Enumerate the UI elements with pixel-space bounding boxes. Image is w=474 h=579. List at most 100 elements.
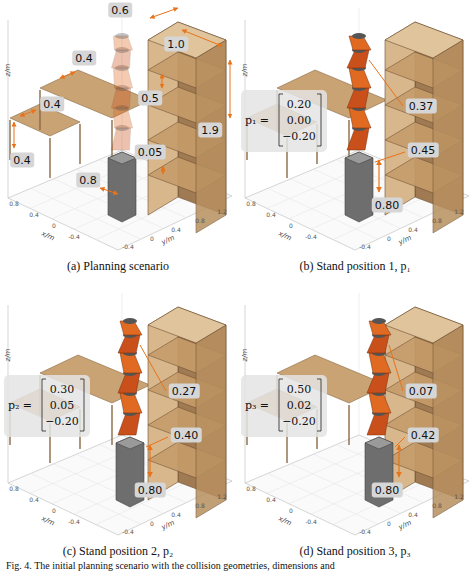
- tick-label: 0: [289, 507, 293, 514]
- scene-panel: [241, 8, 469, 250]
- table-leg: [348, 120, 349, 160]
- dimension-arrow: [162, 74, 163, 88]
- tick-label: 0: [52, 222, 56, 229]
- position-vector: 0.20: [287, 98, 312, 111]
- dimension-arrow: [149, 445, 150, 477]
- table-leg: [348, 405, 349, 445]
- tick-label: -0.4: [122, 528, 134, 535]
- tick-label: -0.4: [68, 518, 80, 525]
- subcaption: (c) Stand position 2, p₂: [63, 544, 174, 559]
- robot-link: [367, 413, 389, 435]
- axis-title: y/m: [397, 519, 412, 532]
- tick-label: 0.4: [29, 211, 39, 218]
- z-axis: [8, 20, 9, 198]
- dimension-label: 0.05: [135, 145, 166, 160]
- tick-label: 0.4: [266, 211, 276, 218]
- tick-label: 0.4: [408, 511, 418, 518]
- shelf-top: [385, 22, 463, 58]
- robot-link: [347, 128, 369, 150]
- dimension-label: 0.45: [408, 143, 439, 158]
- matrix-bracket: [317, 379, 321, 431]
- dimension-leader: [369, 60, 403, 106]
- tick-label: 0.8: [195, 502, 205, 509]
- tick-label: 0.4: [408, 226, 418, 233]
- dimension-arrow: [60, 72, 75, 78]
- robot-link: [347, 88, 369, 108]
- tick-label: 0.8: [195, 217, 205, 224]
- position-vector: 0.05: [50, 399, 75, 412]
- dimension-label: 0.37: [406, 99, 437, 114]
- table-leg: [111, 405, 112, 445]
- scene-panel: [8, 8, 232, 250]
- dimension-leader: [140, 345, 166, 391]
- robot-stand-top: [345, 152, 373, 164]
- scene-panel: [241, 293, 469, 535]
- axis-title: y/m: [160, 234, 175, 247]
- robot-stand-top: [108, 152, 136, 164]
- tick-label: 0.4: [171, 226, 181, 233]
- dimension-arrow: [150, 8, 178, 18]
- subcaption: (a) Planning scenario: [67, 259, 169, 274]
- dimension-label: 0.40: [171, 428, 202, 443]
- dimension-label: 0.80: [372, 483, 403, 498]
- table-leg: [79, 124, 80, 164]
- tick-label: -0.4: [122, 243, 134, 250]
- robot-joint: [352, 33, 366, 39]
- shelf-side: [196, 325, 226, 518]
- position-vector: p₂ =: [8, 399, 32, 412]
- dimension-label: 0.4: [10, 153, 34, 168]
- robot-link: [112, 88, 131, 108]
- robot-stand: [345, 152, 373, 222]
- robot-link: [118, 373, 140, 393]
- dimension-arrow: [378, 160, 379, 192]
- tick-label: -0.4: [359, 528, 371, 535]
- tick-label: 0.8: [9, 485, 19, 492]
- axis-title: x/m: [40, 515, 55, 528]
- tick-label: 0: [387, 520, 391, 527]
- tick-label: 0.8: [432, 217, 442, 224]
- dimension-label: 1.9: [198, 123, 222, 138]
- robot-link: [118, 413, 140, 435]
- tick-label: 0: [150, 235, 154, 242]
- robot-stand: [108, 152, 136, 222]
- dimension-label: 0.42: [408, 428, 439, 443]
- position-vector: 0.02: [287, 399, 312, 412]
- tick-label: 0.8: [432, 502, 442, 509]
- position-vector: −0.20: [282, 130, 316, 143]
- axis-title: y/m: [160, 519, 175, 532]
- dimension-arrow: [182, 30, 222, 46]
- dimension-label: 1.0: [164, 37, 188, 52]
- tick-label: -0.4: [68, 233, 80, 240]
- dimension-label: 0.07: [406, 384, 437, 399]
- tick-label: -0.4: [305, 233, 317, 240]
- table-leg: [49, 138, 50, 178]
- axis-title: z/m: [4, 64, 12, 77]
- shelf-side: [196, 40, 226, 233]
- shelf-top: [148, 307, 226, 343]
- scene-panel: [4, 293, 232, 535]
- shelf-side: [148, 307, 178, 500]
- dimension-arrow: [163, 166, 164, 174]
- robot-stand-top: [365, 437, 393, 449]
- position-vector: 0.50: [287, 383, 312, 396]
- tick-label: 0: [52, 507, 56, 514]
- robot-link: [369, 353, 391, 373]
- dimension-arrow: [20, 110, 36, 116]
- axis-title: z/m: [241, 349, 249, 362]
- shelf-side: [385, 22, 415, 215]
- robot-link: [367, 373, 389, 393]
- shelf-side: [433, 40, 463, 233]
- dimension-label: 0.8: [76, 173, 100, 188]
- tick-label: 0.8: [9, 200, 19, 207]
- axis-title: y/m: [397, 234, 412, 247]
- figure-caption: Fig. 4. The initial planning scenario wi…: [6, 560, 335, 571]
- position-vector: p₃ =: [245, 399, 269, 412]
- dimension-arrow: [100, 188, 118, 194]
- vector-panel: [241, 90, 327, 152]
- position-vector: −0.20: [45, 415, 79, 428]
- dimension-arrow: [14, 122, 15, 148]
- dimension-leader: [395, 437, 405, 447]
- robot-joint: [115, 33, 129, 39]
